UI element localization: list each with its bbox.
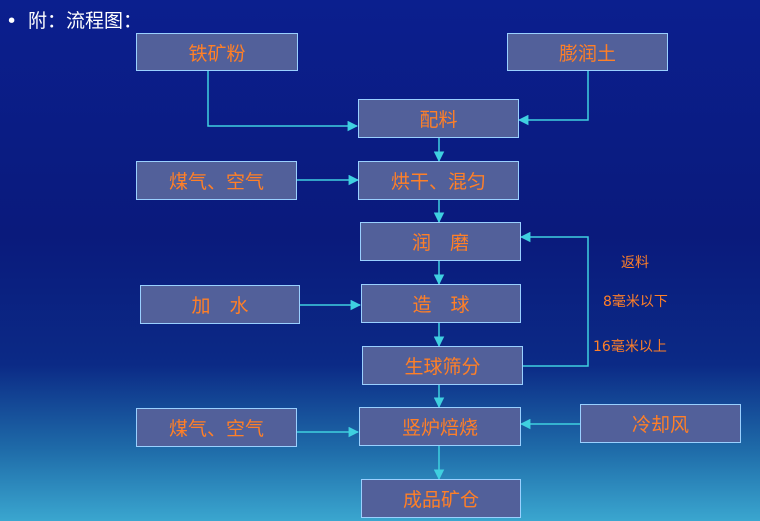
node-batching: 配料 [358,99,519,138]
node-gas-air-1: 煤气、空气 [136,161,297,200]
node-wet-grinding: 润 磨 [360,222,521,261]
node-iron-powder: 铁矿粉 [136,33,298,71]
node-gas-air-2: 煤气、空气 [136,408,297,447]
arrow-iron-to-batching [207,71,359,132]
node-balling: 造 球 [361,284,521,323]
note-above-16mm: 16毫米以上 [593,339,667,355]
node-cooling-air: 冷却风 [580,404,741,443]
node-add-water: 加 水 [140,285,300,324]
node-bentonite: 膨润土 [507,33,668,71]
note-below-8mm: 8毫米以下 [603,294,668,310]
page-title: • 附：流程图： [6,6,142,33]
node-shaft-furnace: 竖炉焙烧 [359,407,521,446]
arrow-return-to-grinding [519,231,589,367]
arrow-bentonite-to-batching [517,71,589,126]
bullet-icon: • [6,10,18,32]
node-drying-mixing: 烘干、混匀 [358,161,519,200]
title-text: 附：流程图： [28,10,143,32]
node-screening: 生球筛分 [362,346,523,385]
node-product-bin: 成品矿仓 [361,479,521,518]
note-return: 返料 [621,255,649,271]
